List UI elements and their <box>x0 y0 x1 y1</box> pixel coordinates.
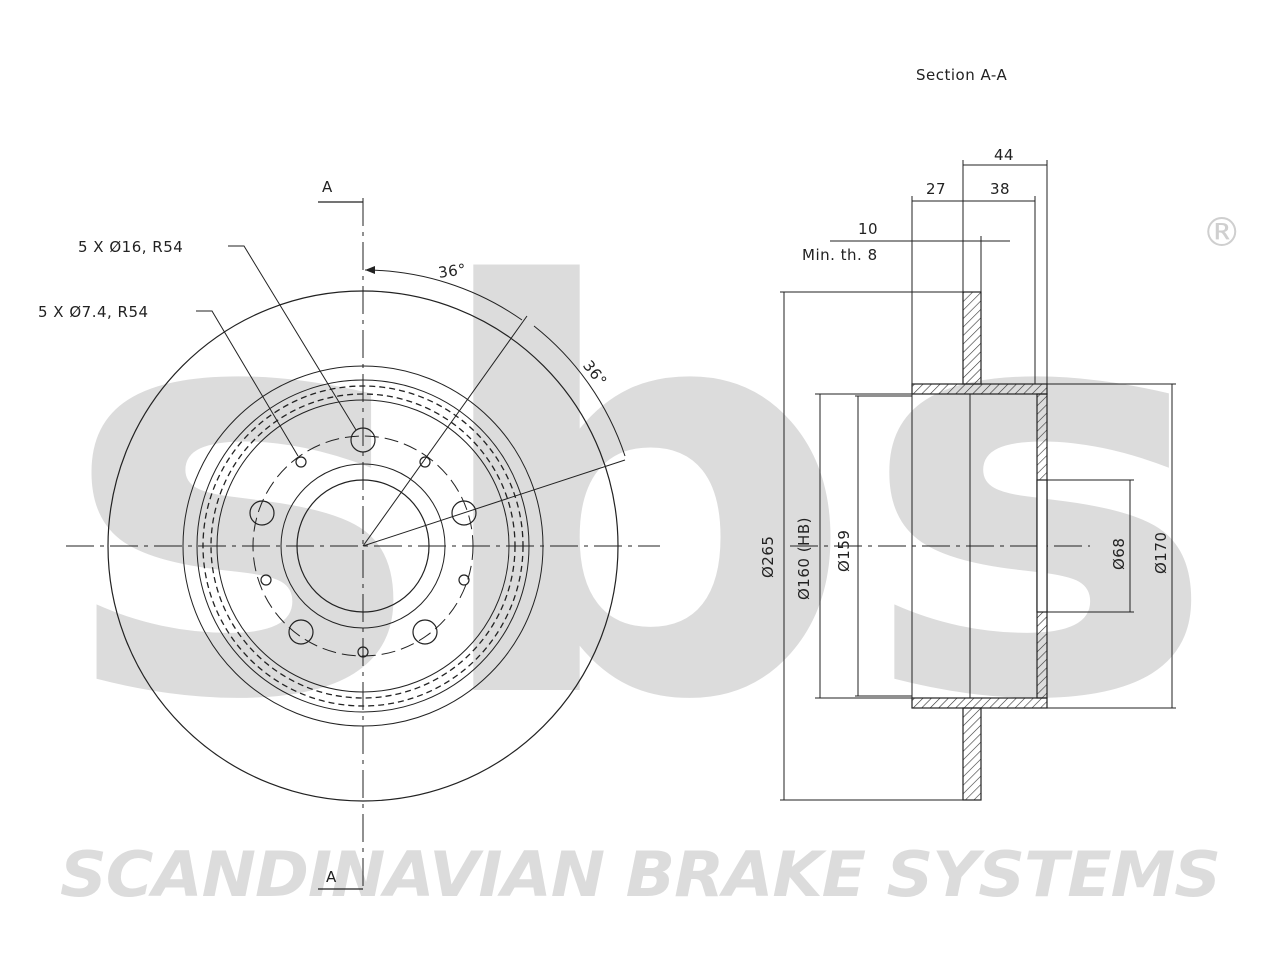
friction-ring-bottom <box>962 707 982 801</box>
section-marker-top: A <box>322 178 333 196</box>
large-hole-leader <box>228 245 357 431</box>
hat-dashed-ring-1 <box>202 385 524 707</box>
small-holes <box>260 456 470 658</box>
center-bore-section <box>1036 479 1048 613</box>
hub-ring <box>280 463 446 629</box>
dim-offset: 38 <box>990 180 1010 198</box>
angle-arc-1 <box>364 269 523 321</box>
small-hole <box>357 646 369 658</box>
section-title: Section A-A <box>916 66 1008 84</box>
small-hole <box>419 456 431 468</box>
section-marker-bottom: A <box>326 868 337 886</box>
friction-ring-top <box>962 291 982 385</box>
angle-ray-1 <box>362 315 528 547</box>
hat-ring-1 <box>196 379 530 713</box>
small-hole-label: 5 X Ø7.4, R54 <box>38 303 149 321</box>
bolt-hole <box>412 619 438 645</box>
hat-ring-2 <box>216 399 510 693</box>
hat-dashed-ring-2 <box>210 393 516 699</box>
large-hole-label: 5 X Ø16, R54 <box>78 238 183 256</box>
large-bolt-holes <box>249 427 477 645</box>
watermark-letters: sbs <box>60 171 1220 823</box>
dim-thickness: 10 <box>858 220 878 238</box>
company-name-watermark: SCANDINAVIAN BRAKE SYSTEMS <box>60 838 1220 911</box>
angle-ray-2 <box>362 459 626 547</box>
small-hole <box>295 456 307 468</box>
sbs-watermark-logo: sbs <box>60 171 1220 823</box>
dim-min-thickness: Min. th. 8 <box>802 246 878 264</box>
disc-inner-edge <box>182 365 544 727</box>
dim-overall-width: 44 <box>994 146 1014 164</box>
arrowhead <box>365 266 375 274</box>
dim-hat-depth: 27 <box>926 180 946 198</box>
small-hole-leader <box>196 310 299 457</box>
small-hole <box>260 574 272 586</box>
bolt-pitch-circle <box>252 435 474 657</box>
small-hole <box>458 574 470 586</box>
dim-center-bore: Ø68 <box>1110 538 1128 570</box>
angle-label-1: 36° <box>437 260 467 282</box>
angle-arc-2 <box>533 325 626 457</box>
center-bore <box>296 479 430 613</box>
dim-hub-bore: Ø160 (HB) <box>795 517 813 600</box>
dim-inner-diameter: Ø159 <box>835 530 853 572</box>
hat-wall-bottom <box>911 697 1048 709</box>
bolt-hole <box>451 500 477 526</box>
section-view: Section A-A 44 27 38 10 Min. th. 8 <box>759 66 1176 801</box>
registered-mark: ® <box>1202 210 1243 256</box>
bolt-hole <box>249 500 275 526</box>
dim-hat-diameter: Ø170 <box>1152 532 1170 574</box>
dim-outer-diameter: Ø265 <box>759 536 777 578</box>
bolt-hole <box>288 619 314 645</box>
hat-wall-top <box>911 383 1048 395</box>
disc-outer-edge <box>107 290 619 802</box>
bolt-hole <box>350 427 376 453</box>
